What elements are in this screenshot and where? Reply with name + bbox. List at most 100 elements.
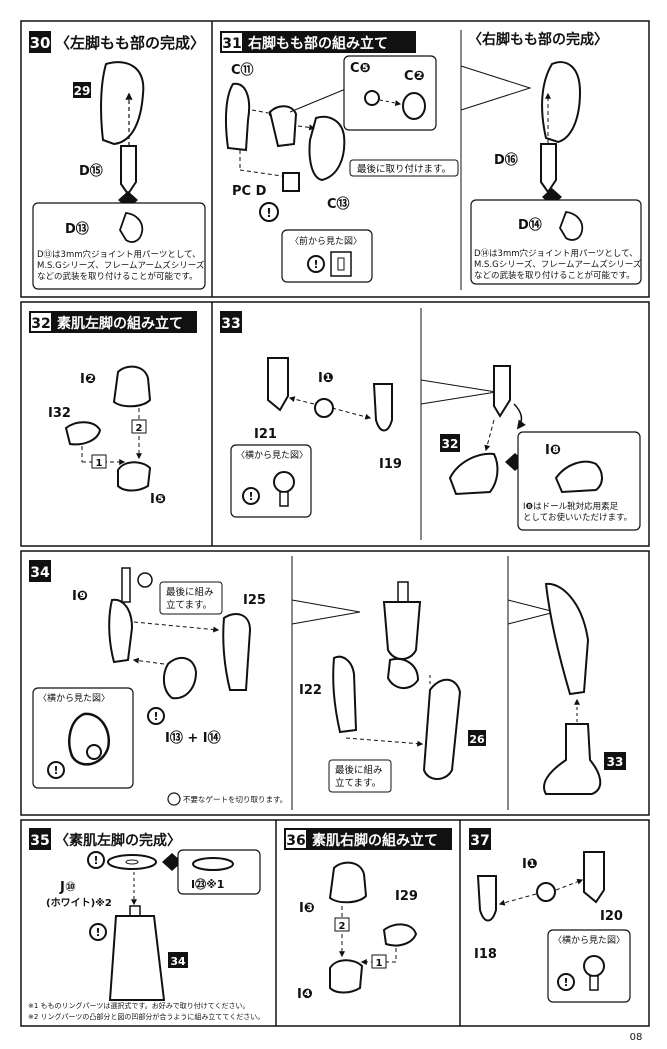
part-i29 [382,923,418,947]
step-title: 〈左脚もも部の完成〉 [55,34,205,52]
order-1: 1 [96,458,103,469]
label-i4: I❹ [297,987,313,1002]
warning-icon [259,202,279,222]
part-i32 [64,421,102,446]
step-31: 31 右脚もも部の組み立て C⑪ C❺ C❷ 最後に取り付けます。 C⑬ PC … [220,31,459,283]
step-number: 31 [222,36,241,52]
part-i13-i14 [162,656,198,700]
label-i18: I18 [474,947,497,962]
label-i19: I19 [379,457,402,472]
note-side-view: 〈横から見た図〉 [553,934,625,946]
part-29 [100,61,145,146]
part-i25 [222,613,252,691]
part-leg [108,915,166,1001]
step-number: 32 [31,316,50,332]
svg-text:!: ! [53,764,58,777]
note-line: D⑭は3mm穴ジョイント用パーツとして、 [474,248,638,259]
note-line: 立てます。 [166,599,212,611]
ref-step-32: 32 [442,437,459,451]
warning-icon [87,851,105,869]
step-title: 右脚もも部の組み立て [247,35,388,52]
svg-text:!: ! [95,926,100,939]
note-side-view: 〈横から見た図〉 [236,449,308,461]
part-i5 [117,461,152,492]
label-i23: I㉓※1 [191,877,224,891]
label-i20: I20 [600,909,623,924]
part-d13 [119,212,144,243]
note-line: D⑬は3mm穴ジョイント用パーツとして、 [37,249,201,260]
label-c11: C⑪ [231,62,254,78]
note-line: としてお使いいただけます。 [523,512,632,523]
optional-diamond-icon [162,853,182,871]
part-i4 [329,959,364,994]
step-31-complete: 〈右脚もも部の完成〉 D⑯ D⑭ D⑭は3mm穴ジョイント用パーツとして、 M.… [468,31,642,285]
part-i22 [332,655,358,734]
label-d15: D⑮ [79,163,103,179]
cut-gate-icon [167,792,181,806]
order-2: 2 [339,921,346,932]
part-c11 [224,82,251,152]
svg-text:!: ! [266,206,271,220]
note-line: M.S.Gシリーズ、フレームアームズシリーズ [474,259,642,270]
step-number-box [29,31,51,53]
part-number-26: 26 [469,733,485,746]
ref-step-34: 34 [170,955,186,968]
warning-icon [557,973,575,991]
part-leg-complete [544,582,590,696]
part-knee [386,658,420,689]
note-line: M.S.Gシリーズ、フレームアームズシリーズ [37,260,205,271]
label-i2: I❷ [80,372,96,387]
label-i1: I❶ [318,371,334,386]
note-line: I❽はドール靴対応用素足 [523,501,619,512]
step-number: 33 [221,316,240,332]
cut-gate-icon [137,572,153,588]
part-i8 [554,460,603,494]
part-d14 [559,211,584,241]
label-white: (ホワイト)※2 [46,897,112,909]
step-number: 36 [286,833,305,849]
part-i2 [112,365,152,408]
part-d15 [120,145,137,196]
step-title: 素肌右脚の組み立て [312,832,438,849]
order-1: 1 [376,958,383,969]
part-i9 [108,598,134,664]
part-i23 [192,857,234,871]
part-i1 [536,882,556,902]
part-i3 [328,861,368,904]
label-pc-d: PC D [232,184,267,199]
label-c2: C❷ [404,69,425,84]
svg-text:!: ! [313,258,318,271]
label-c13: C⑬ [327,196,350,212]
note-line: 立てます。 [335,777,381,789]
part-c13 [308,115,346,182]
note-front-view: 〈前から見た図〉 [290,235,362,247]
panel-grid [20,20,650,1027]
note-line: 最後に組み [166,586,214,598]
part-foot [448,452,499,496]
warning-icon [307,255,325,273]
label-d14: D⑭ [518,217,542,233]
part-i19 [372,383,393,432]
svg-text:!: ! [93,854,98,867]
step-33: 33 I21 I❶ I19 〈横から見た図〉 ! 32 I❽ I❽はドール靴対応… [220,311,641,531]
part-foot-assembly [543,723,602,795]
part-d16 [540,143,557,194]
warning-icon [242,487,260,505]
step-34: 34 I❾ 最後に組み 立てます。 I25 ! I⑬ + I⑭ 〈横から見た図〉… [29,560,626,806]
part-number-29: 29 [74,84,91,98]
label-c5: C❺ [350,61,371,76]
part-26 [422,678,462,780]
label-i21: I21 [254,427,277,442]
step-36: 36 素肌右脚の組み立て I❸ I29 2 1 I❹ [284,828,452,1002]
step-title: 〈素肌左脚の完成〉 [55,832,181,849]
label-i8: I❽ [545,443,561,458]
svg-text:!: ! [153,710,158,723]
label-i1: I❶ [522,857,538,872]
label-d16: D⑯ [494,152,518,168]
part-29-right [541,61,582,144]
part-i18 [476,875,497,922]
step-30: 30 〈左脚もも部の完成〉 29 D⑮ D⑬ D⑬は3mm穴ジョイント用パーツと… [29,31,206,290]
label-i5: I❺ [150,492,166,507]
part-i21 [267,357,289,412]
